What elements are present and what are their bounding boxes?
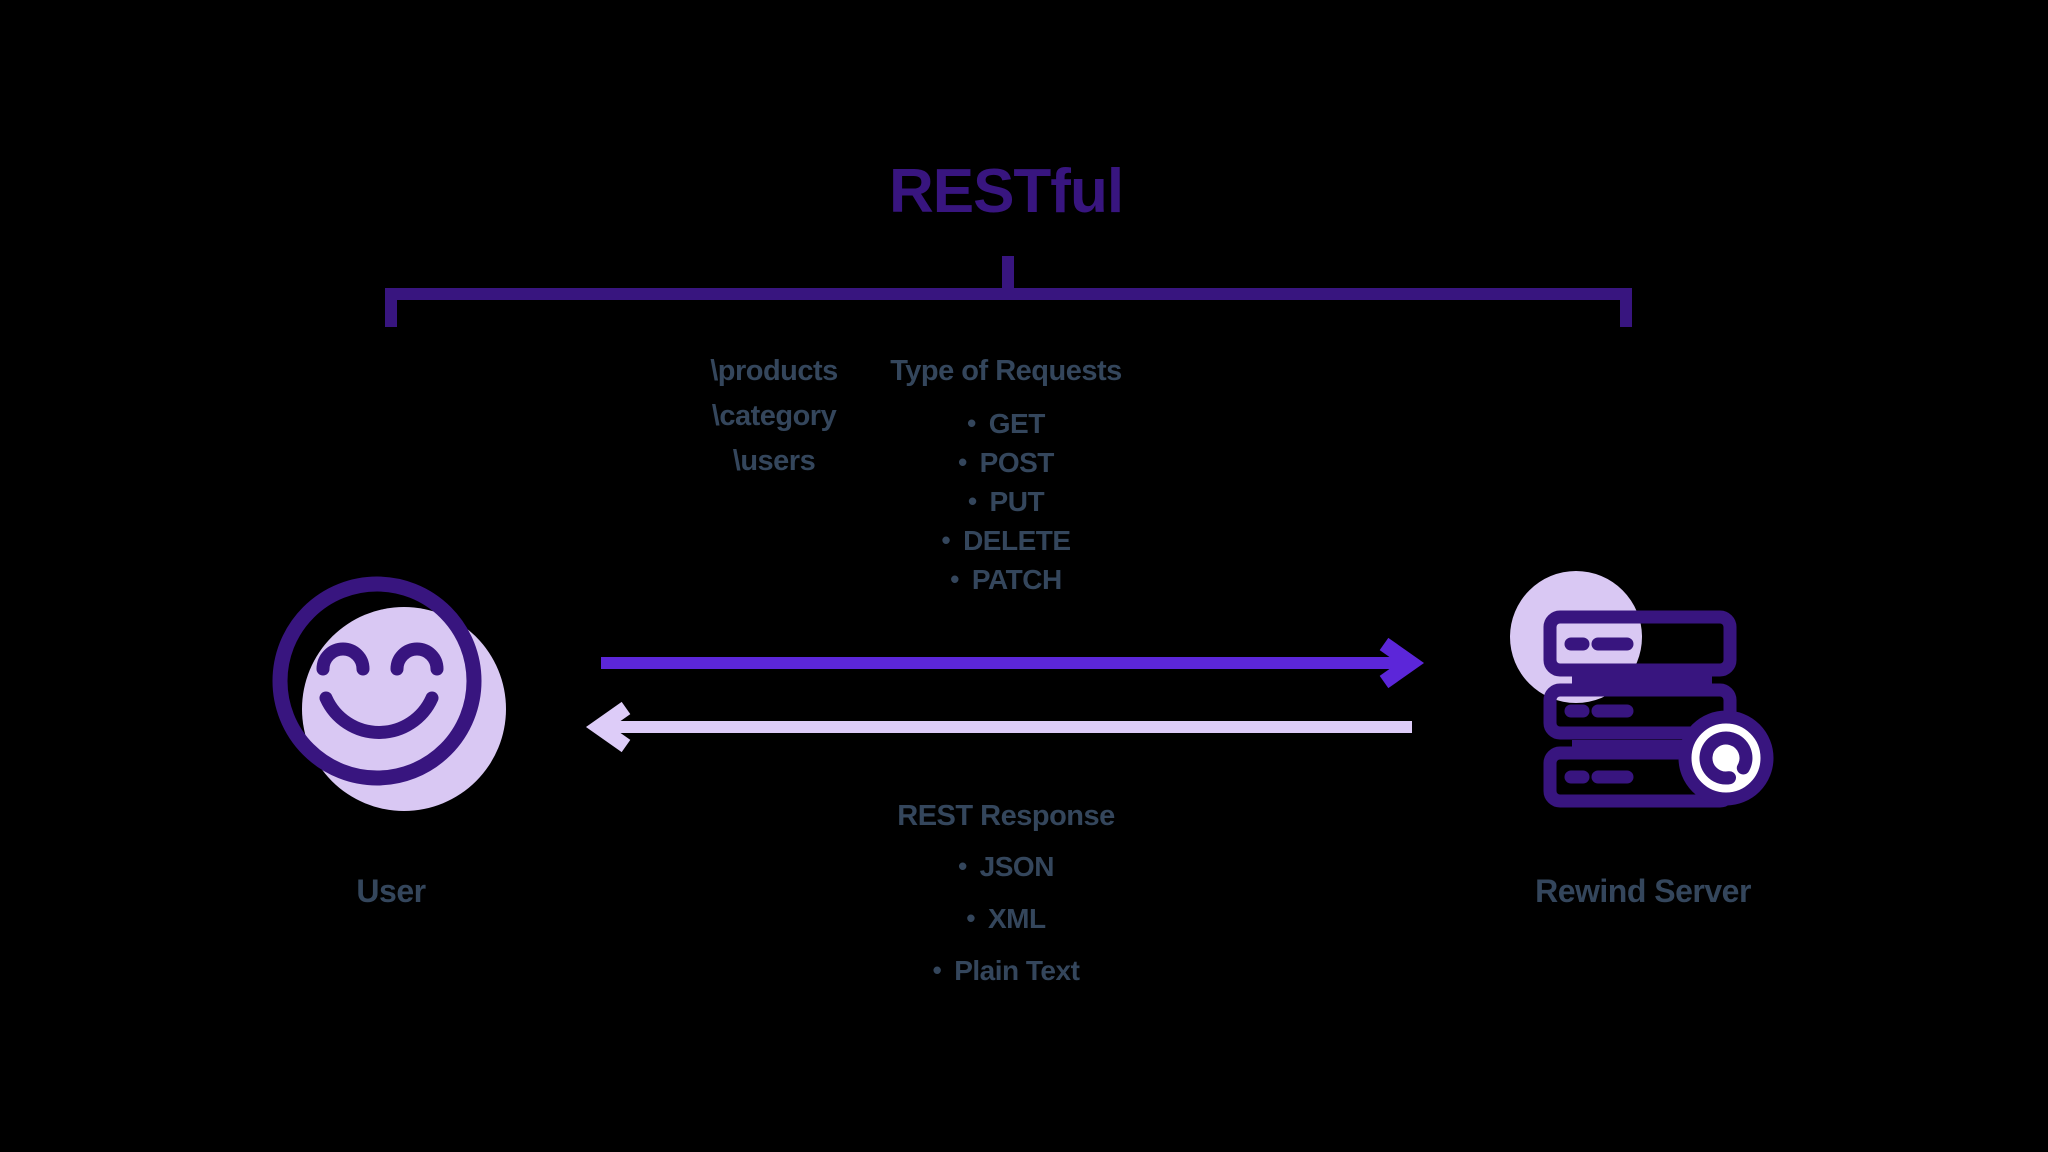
bullet-icon: • — [967, 485, 977, 516]
diagram-title: RESTful — [888, 157, 1124, 226]
request-method-list: • GET • POST • PUT • DELETE • PATCH — [941, 404, 1071, 599]
list-item: • Plain Text — [933, 945, 1080, 997]
list-item: • POST — [958, 443, 1054, 482]
list-item: • JSON — [958, 841, 1054, 893]
server-unit-top — [1543, 610, 1737, 677]
format-label: Plain Text — [954, 955, 1080, 986]
route-list: \products \category \users — [710, 349, 838, 484]
request-arrow — [601, 637, 1425, 689]
bullet-icon: • — [932, 955, 942, 985]
server-stack-icon — [1510, 571, 1774, 808]
route-item: \category — [711, 400, 837, 432]
response-arrow — [585, 701, 1412, 753]
server-accent-circle — [1510, 571, 1642, 703]
rewind-badge-arc — [1699, 731, 1753, 785]
method-label: POST — [979, 446, 1055, 478]
user-node-label: User — [356, 873, 426, 909]
list-item: • XML — [966, 893, 1046, 945]
user-eyes — [316, 642, 444, 676]
rewind-badge-ring — [1678, 710, 1774, 806]
list-item: • DELETE — [941, 521, 1071, 560]
list-item: • PUT — [967, 482, 1045, 521]
bullet-icon: • — [967, 407, 976, 438]
method-label: PATCH — [971, 563, 1062, 595]
user-smiley-icon — [272, 576, 506, 811]
format-label: JSON — [979, 851, 1055, 882]
bullet-icon: • — [941, 524, 951, 555]
bullet-icon: • — [966, 903, 975, 933]
rewind-badge-icon — [1678, 710, 1774, 806]
method-label: PUT — [989, 485, 1045, 517]
bracket-connector — [385, 256, 1632, 327]
list-item: • GET — [967, 404, 1045, 443]
user-face-ring — [272, 576, 482, 786]
response-heading: REST Response — [897, 800, 1115, 832]
request-heading: Type of Requests — [890, 355, 1122, 387]
bullet-icon: • — [958, 446, 967, 477]
method-label: DELETE — [963, 524, 1071, 556]
server-led-pills — [1564, 637, 1634, 784]
server-unit-middle — [1543, 683, 1737, 740]
route-item: \products — [710, 355, 838, 387]
user-accent-circle — [302, 607, 506, 811]
format-label: XML — [987, 903, 1046, 934]
method-label: GET — [988, 407, 1046, 439]
route-item: \users — [732, 445, 816, 477]
bullet-icon: • — [950, 563, 959, 594]
server-unit-bottom — [1543, 746, 1737, 808]
list-item: • PATCH — [950, 560, 1062, 599]
request-arrowhead-icon — [1379, 637, 1425, 689]
response-arrowhead-icon — [585, 701, 631, 753]
bullet-icon: • — [958, 851, 967, 881]
server-node-label: Rewind Server — [1535, 873, 1751, 909]
response-format-list: • JSON • XML • Plain Text — [933, 841, 1080, 997]
user-smile — [319, 691, 439, 739]
